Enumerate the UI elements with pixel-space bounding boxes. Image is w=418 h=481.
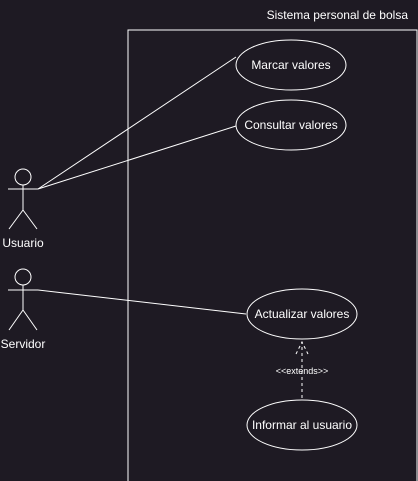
use-case-consultar-valores[interactable]: Consultar valores xyxy=(235,99,347,151)
use-case-label: Marcar valores xyxy=(251,58,330,72)
system-boundary xyxy=(127,29,418,481)
actor-head xyxy=(14,168,32,186)
use-case-shape xyxy=(235,39,347,91)
actor-usuario[interactable]: Usuario xyxy=(2,168,44,250)
actor-label: Usuario xyxy=(2,236,44,250)
actor-leg-right xyxy=(22,309,38,331)
association-servidor-actualizar xyxy=(37,289,247,315)
extend-arrowhead xyxy=(295,340,309,355)
actor-head xyxy=(14,268,32,286)
actor-servidor[interactable]: Servidor xyxy=(1,268,46,351)
use-case-label: Actualizar valores xyxy=(255,307,350,321)
use-case-label: Consultar valores xyxy=(244,118,337,132)
actor-leg-right xyxy=(22,209,38,230)
use-case-informar-al-usuario[interactable]: Informar al usuario xyxy=(246,399,358,451)
system-title: Sistema personal de bolsa xyxy=(267,8,409,22)
actor-leg-left xyxy=(8,209,24,230)
use-case-shape xyxy=(246,288,358,340)
extend-label: <<extends>> xyxy=(276,366,329,376)
use-case-actualizar-valores[interactable]: Actualizar valores xyxy=(246,288,358,340)
actor-label: Servidor xyxy=(1,337,46,351)
association-usuario-consultar xyxy=(37,125,237,190)
use-case-marcar-valores[interactable]: Marcar valores xyxy=(235,39,347,91)
actor-leg-left xyxy=(8,309,24,331)
use-case-label: Informar al usuario xyxy=(252,418,352,432)
association-usuario-marcar xyxy=(37,56,237,190)
use-case-shape xyxy=(246,399,358,451)
use-case-shape xyxy=(235,99,347,151)
